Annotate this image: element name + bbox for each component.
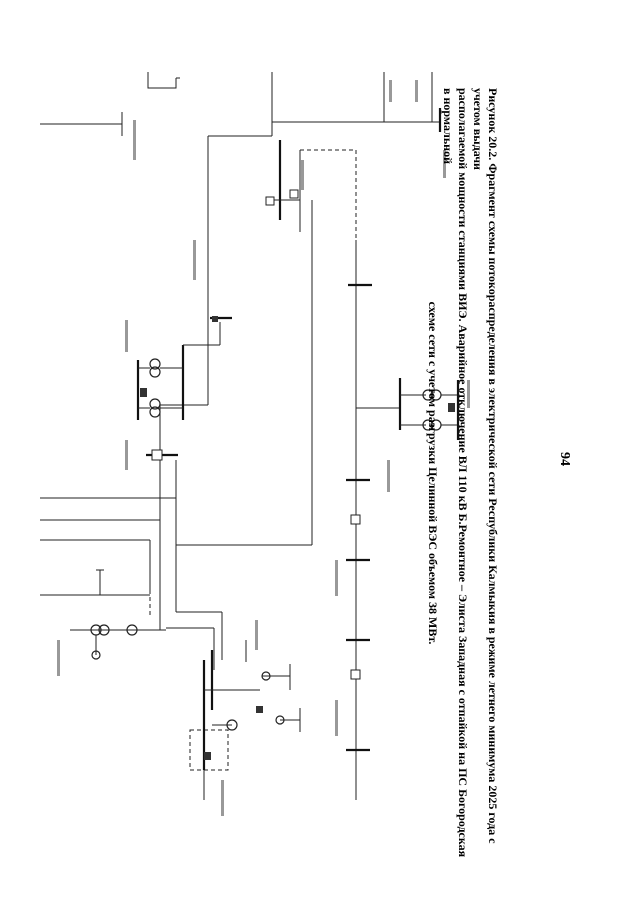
right-bus-line — [346, 240, 400, 800]
caption-line-1: Рисунок 20.2. Фрагмент схемы потокораспр… — [471, 88, 500, 844]
left-feeder-lines — [40, 460, 223, 670]
top-right-substation — [160, 72, 442, 546]
scheme-labels — [57, 80, 470, 816]
middle-transformer-substation — [136, 316, 232, 461]
page-number: 94 — [557, 452, 572, 466]
figure-caption: Рисунок 20.2. Фрагмент схемы потокораспр… — [426, 88, 500, 858]
top-left-fragment — [40, 72, 180, 136]
small-generators — [245, 640, 301, 732]
right-transformer-substation — [398, 378, 460, 440]
caption-line-2: располагаемой мощности станциями ВИЭ. Ав… — [441, 88, 470, 858]
caption-line-3: схеме сети с учетом разгрузки Целинной В… — [426, 301, 440, 645]
bottom-left-station — [189, 650, 263, 800]
